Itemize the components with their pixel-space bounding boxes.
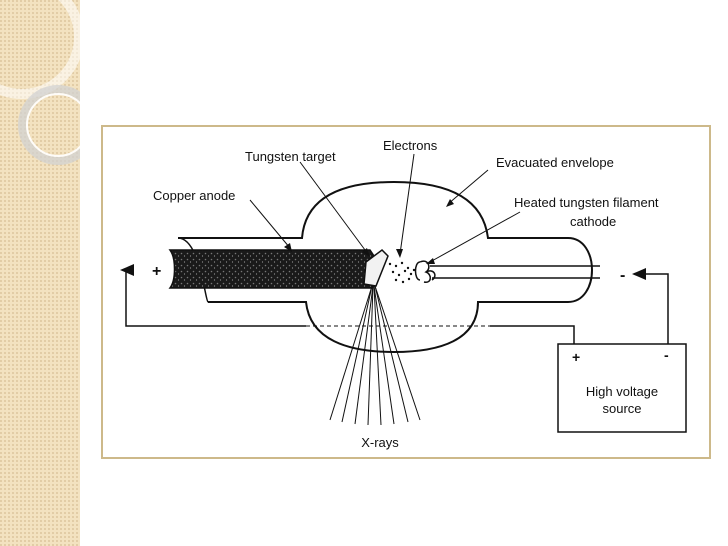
label-high-voltage: High voltage (586, 384, 658, 399)
tungsten-target (363, 249, 389, 287)
label-tungsten-target: Tungsten target (245, 149, 336, 164)
decorative-ring (18, 85, 80, 165)
decorative-sidebar (0, 0, 80, 546)
filament-cathode (414, 260, 600, 283)
xray-beam-lines (329, 285, 421, 426)
leader-lines (249, 153, 521, 263)
circuit-wiring (125, 270, 687, 433)
label-heated-filament: Heated tungsten filament (514, 195, 659, 210)
label-plus-terminal: + (152, 263, 161, 280)
label-source-plus: + (572, 349, 580, 365)
diagram-frame (101, 125, 711, 459)
label-electrons: Electrons (383, 138, 438, 153)
label-minus-terminal: - (620, 267, 625, 284)
arrow-right-terminal (632, 268, 646, 280)
leader-arrowheads (284, 199, 454, 264)
label-evacuated-envelope: Evacuated envelope (496, 155, 614, 170)
copper-anode (168, 249, 379, 289)
decorative-ring (26, 93, 80, 157)
label-source-minus: - (664, 347, 669, 363)
label-xrays: X-rays (361, 435, 399, 450)
arrow-left-terminal (120, 264, 134, 276)
electron-stream (388, 261, 416, 284)
label-copper-anode: Copper anode (153, 188, 235, 203)
evacuated-envelope-outline (178, 180, 593, 354)
label-source: source (602, 401, 641, 416)
label-cathode: cathode (570, 214, 616, 229)
